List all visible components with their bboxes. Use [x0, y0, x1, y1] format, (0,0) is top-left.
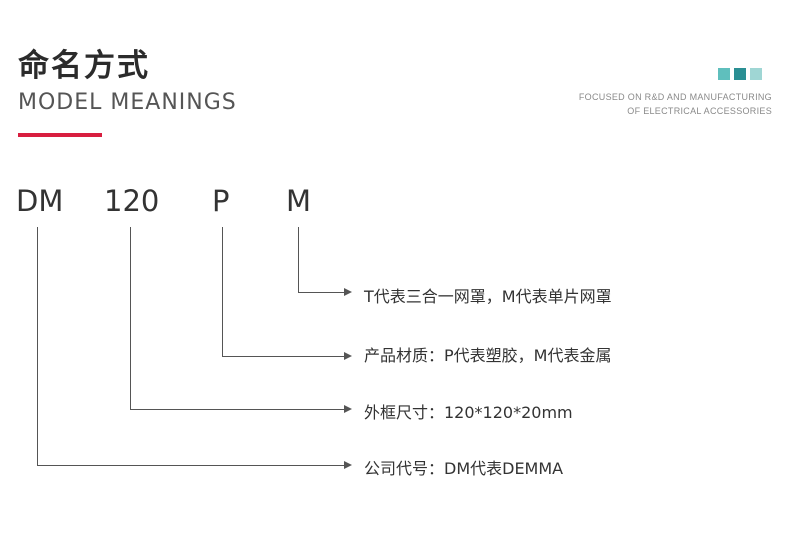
arrow-m	[344, 288, 352, 296]
connector-company-horizontal	[37, 465, 346, 466]
description-size: 外框尺寸：120*120*20mm	[364, 403, 573, 422]
page-title: 命名方式	[18, 48, 150, 84]
arrow-p	[344, 352, 352, 360]
square-2	[734, 68, 746, 80]
connector-m-vertical	[298, 227, 299, 293]
tagline: FOCUSED ON R&D AND MANUFACTURING OF ELEC…	[579, 90, 772, 118]
page-subtitle: MODEL MEANINGS	[18, 90, 237, 115]
code-segment-mesh: M	[286, 184, 312, 218]
decorative-squares	[718, 68, 762, 80]
connector-size-horizontal	[130, 409, 346, 410]
connector-size-vertical	[130, 227, 131, 410]
arrow-size	[344, 405, 352, 413]
connector-p-vertical	[222, 227, 223, 357]
code-segment-size: 120	[104, 184, 160, 218]
connector-company-vertical	[37, 227, 38, 466]
description-mesh: T代表三合一网罩，M代表单片网罩	[364, 287, 612, 306]
title-accent-bar	[18, 133, 102, 137]
code-segment-material: P	[212, 184, 230, 218]
square-3	[750, 68, 762, 80]
arrow-company	[344, 461, 352, 469]
tagline-line-2: OF ELECTRICAL ACCESSORIES	[627, 106, 772, 116]
description-material: 产品材质：P代表塑胶，M代表金属	[364, 346, 612, 365]
code-segment-company: DM	[16, 184, 64, 218]
description-company: 公司代号：DM代表DEMMA	[364, 459, 564, 478]
connector-m-horizontal	[298, 292, 346, 293]
square-1	[718, 68, 730, 80]
connector-p-horizontal	[222, 356, 346, 357]
tagline-line-1: FOCUSED ON R&D AND MANUFACTURING	[578, 92, 772, 102]
